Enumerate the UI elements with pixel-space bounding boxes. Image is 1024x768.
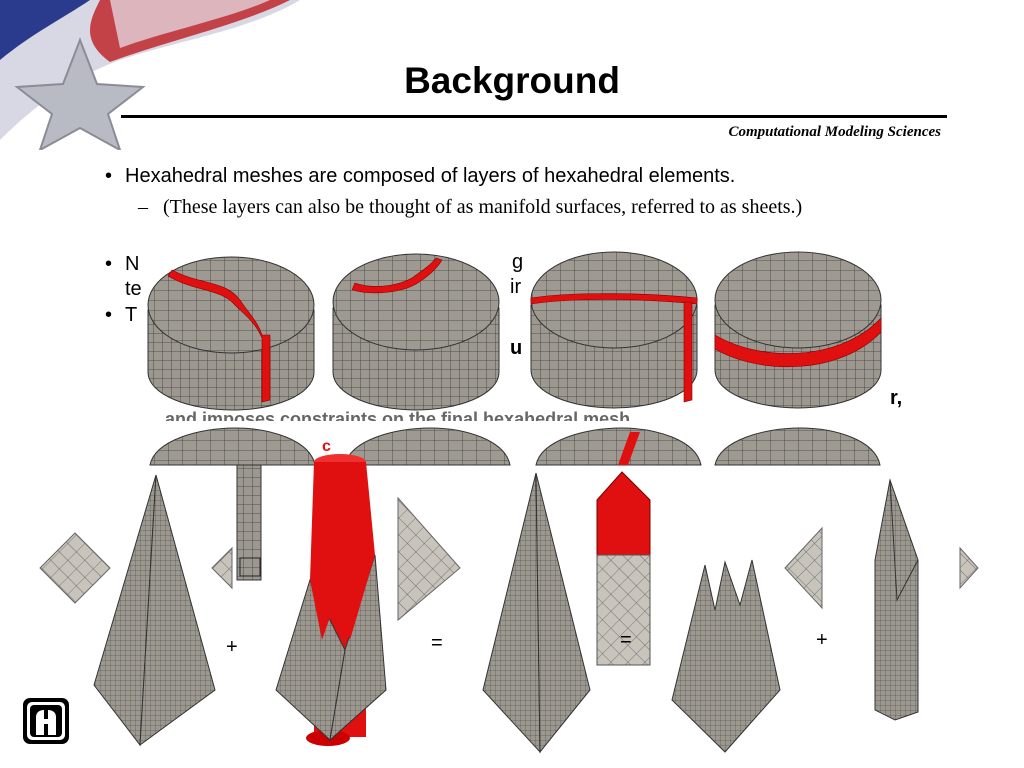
cylinder-1 xyxy=(147,256,315,411)
red-fragment: c xyxy=(322,438,331,455)
bullet-2-fragment: te xyxy=(125,278,142,300)
line-end-fragment: g xyxy=(512,251,524,273)
bullet-3: •T xyxy=(105,304,137,327)
bullet-1: • Hexahedral meshes are composed of layer… xyxy=(105,165,735,188)
pyramid-3 xyxy=(482,472,591,754)
snl-logo xyxy=(23,698,69,744)
cylinder-2 xyxy=(332,253,500,411)
sub-bullet-1: –(These layers can also be thought of as… xyxy=(138,195,923,220)
title-rule xyxy=(121,115,947,118)
bold-fragment: u xyxy=(510,337,523,359)
bullet-2: • N te xyxy=(105,252,142,302)
occluded-text: and imposes constraints on the final hex… xyxy=(165,409,631,421)
bullet-3-text: T xyxy=(125,304,138,326)
slide-subtitle: Computational Modeling Sciences xyxy=(728,124,941,140)
plus-operator-2: + xyxy=(816,629,828,651)
bullet-marker: • xyxy=(105,253,113,275)
sub-bullet-1-text: (These layers can also be thought of as … xyxy=(163,196,803,218)
half-disk-2 xyxy=(344,427,511,466)
red-prism xyxy=(596,471,651,666)
equals-operator-2: = xyxy=(620,629,632,651)
half-disk-1 xyxy=(149,427,316,466)
pyramid-2 xyxy=(275,462,387,742)
bullet-marker: • xyxy=(105,304,113,326)
star-logo xyxy=(0,0,300,150)
half-disk-3 xyxy=(535,427,702,466)
equals-operator-1: = xyxy=(431,632,443,654)
plus-operator-1: + xyxy=(226,636,238,658)
cylinder-3 xyxy=(530,251,698,409)
line-end-fragment-2: ir xyxy=(510,276,522,298)
cylinder-4 xyxy=(714,251,882,409)
half-disk-4 xyxy=(714,427,881,466)
bullet-2-text: N xyxy=(125,253,140,275)
slide-title: Background xyxy=(404,60,620,101)
bullet-1-text: Hexahedral meshes are composed of layers… xyxy=(125,165,736,187)
right-fragment: r, xyxy=(890,387,903,409)
bullet-marker: • xyxy=(105,165,113,187)
tall-spike xyxy=(874,478,919,721)
multi-spike xyxy=(671,559,781,753)
sub-bullet-marker: – xyxy=(138,196,148,218)
pyramid-1 xyxy=(93,474,216,747)
